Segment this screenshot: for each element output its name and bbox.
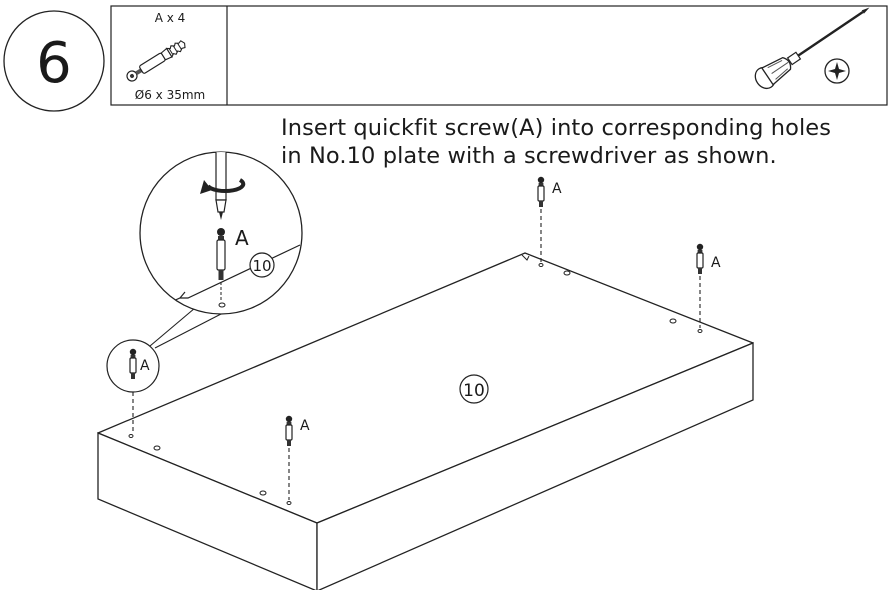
screw-a-left-callout: A: [106, 339, 160, 433]
screw-a-right: A: [696, 243, 721, 328]
hole-marker: [669, 318, 677, 324]
part-size-label: Ø6 x 35mm: [135, 88, 205, 102]
screw-a-top: A: [537, 176, 562, 262]
hole-markers: [128, 263, 703, 505]
instruction-line-1: Insert quickfit screw(A) into correspond…: [281, 115, 832, 141]
screw-label: A: [711, 255, 721, 271]
part-quantity-label: A x 4: [155, 11, 186, 25]
hole-marker: [538, 263, 544, 267]
hole-marker: [128, 434, 134, 438]
instruction-line-2: in No.10 plate with a screwdriver as sho…: [281, 143, 777, 169]
board-number-badge: 10: [459, 374, 489, 404]
step-badge: 6: [3, 10, 105, 112]
detail-screw-label: A: [235, 226, 249, 250]
board-panel: [97, 252, 754, 590]
hole-marker: [259, 490, 267, 496]
hole-marker: [153, 445, 161, 451]
board-number: 10: [463, 381, 485, 401]
screw-label: A: [300, 418, 310, 434]
step-number: 6: [36, 31, 72, 96]
detail-board-label: 10: [252, 257, 271, 275]
screwdriver-icon: [754, 7, 870, 90]
hole-marker: [286, 501, 292, 505]
screw-label: A: [552, 181, 562, 197]
hole-marker: [563, 270, 571, 276]
detail-view: A 10: [139, 151, 303, 349]
hole-marker: [697, 329, 703, 333]
quickfit-screw-icon: [126, 40, 186, 82]
screw-label: A: [140, 358, 150, 374]
parts-box: A x 4 Ø6 x 35mm: [110, 5, 888, 106]
rotate-arrow-icon: [206, 178, 246, 194]
screw-a-front: A: [285, 415, 310, 500]
instruction-text: Insert quickfit screw(A) into correspond…: [281, 114, 881, 170]
